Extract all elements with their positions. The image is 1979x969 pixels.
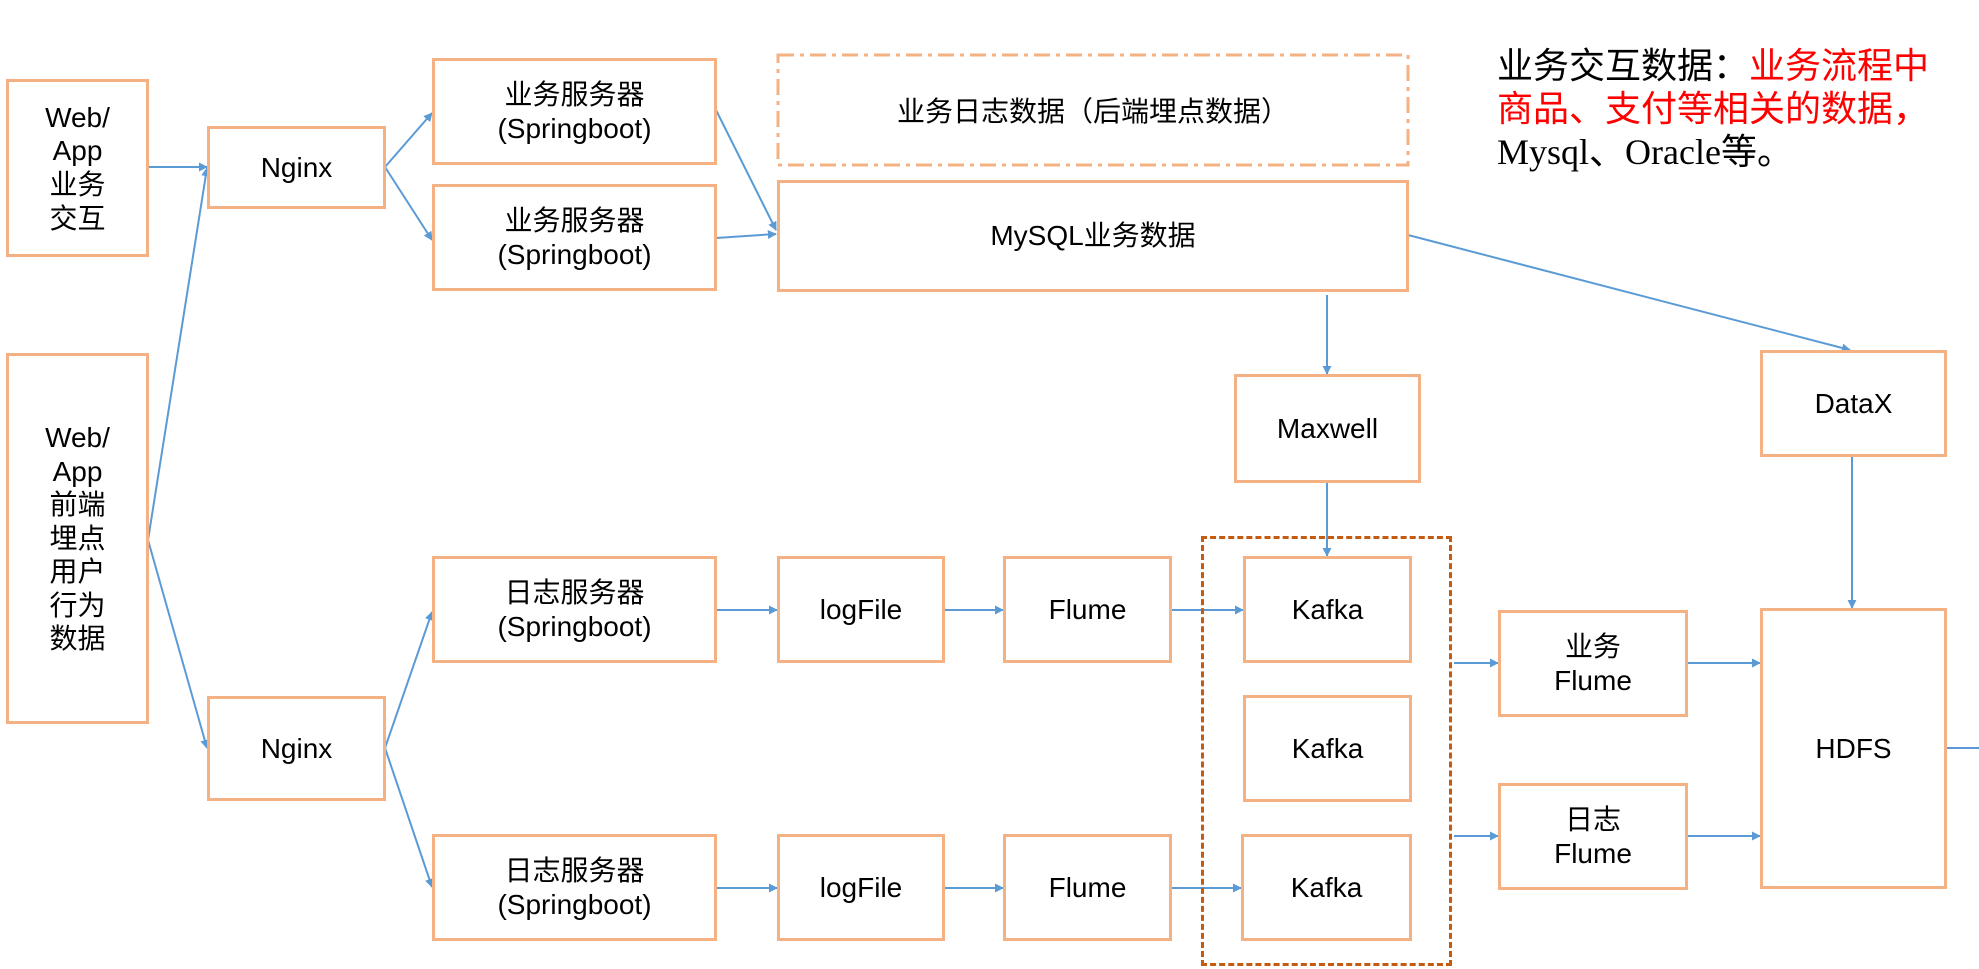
note-highlight-line-1: 业务流程中 — [1749, 46, 1930, 86]
kafka-1-node: Kafka — [1243, 556, 1412, 663]
arrow-mysql-to-datax — [1407, 234, 1851, 353]
log-server-1-label: 日志服务器 (Springboot) — [497, 576, 652, 642]
datax-label: DataX — [1814, 387, 1893, 419]
hdfs-node: HDFS — [1760, 608, 1947, 889]
nginx-top-label: Nginx — [260, 151, 333, 183]
biz-flume-node: 业务 Flume — [1498, 610, 1688, 717]
arrow-webapp-tracking-to-nginx-bottom — [147, 539, 210, 749]
flume-2-label: Flume — [1048, 871, 1127, 903]
web-app-tracking-node: Web/ App 前端 埋点 用户 行为 数据 — [6, 353, 149, 724]
web-app-business-label: Web/ App 业务 交互 — [45, 101, 110, 234]
web-app-business-node: Web/ App 业务 交互 — [6, 79, 149, 257]
log-flume-label: 日志 Flume — [1554, 803, 1632, 869]
biz-log-data-border — [776, 53, 1410, 167]
kafka-3-label: Kafka — [1290, 871, 1363, 903]
web-app-tracking-label: Web/ App 前端 埋点 用户 行为 数据 — [45, 421, 110, 655]
kafka-2-node: Kafka — [1243, 695, 1412, 802]
business-data-note: 业务交互数据：业务流程中 商品、支付等相关的数据， Mysql、Oracle等。 — [1497, 45, 1979, 174]
maxwell-label: Maxwell — [1276, 412, 1379, 444]
log-flume-node: 日志 Flume — [1498, 783, 1688, 890]
biz-log-data-node: 业务日志数据（后端埋点数据） — [778, 55, 1408, 165]
note-line-3: Mysql、Oracle等。 — [1497, 132, 1793, 172]
arrow-webapp-tracking-to-nginx-top — [147, 167, 211, 541]
nginx-bottom-node: Nginx — [207, 696, 386, 801]
nginx-bottom-label: Nginx — [260, 732, 333, 764]
biz-flume-label: 业务 Flume — [1554, 630, 1632, 696]
logfile-2-label: logFile — [819, 871, 903, 903]
log-server-2-label: 日志服务器 (Springboot) — [497, 854, 652, 920]
biz-server-1-node: 业务服务器 (Springboot) — [432, 58, 717, 165]
arrow-nginx-bottom-to-log-server-1 — [384, 611, 434, 749]
flume-1-node: Flume — [1003, 556, 1172, 663]
arrow-nginx-top-to-biz-server-2 — [384, 166, 433, 241]
kafka-2-label: Kafka — [1291, 732, 1364, 764]
mysql-label: MySQL业务数据 — [990, 220, 1196, 252]
flume-1-label: Flume — [1048, 593, 1127, 625]
log-server-1-node: 日志服务器 (Springboot) — [432, 556, 717, 663]
logfile-1-node: logFile — [777, 556, 945, 663]
kafka-3-node: Kafka — [1241, 834, 1412, 941]
arrow-nginx-bottom-to-log-server-2 — [384, 747, 434, 888]
logfile-1-label: logFile — [819, 593, 903, 625]
arrow-nginx-top-to-biz-server-1 — [384, 112, 433, 168]
kafka-1-label: Kafka — [1291, 593, 1364, 625]
note-prefix: 业务交互数据： — [1497, 46, 1750, 86]
biz-server-1-label: 业务服务器 (Springboot) — [497, 78, 652, 144]
logfile-2-node: logFile — [777, 834, 945, 941]
mysql-node: MySQL业务数据 — [777, 180, 1409, 292]
arrow-biz-server-2-to-mysql — [715, 230, 777, 240]
note-highlight-line-2: 商品、支付等相关的数据， — [1497, 89, 1930, 129]
note-line-1: 业务交互数据：业务流程中 — [1497, 45, 1979, 88]
datax-node: DataX — [1760, 350, 1947, 457]
arrow-biz-server-1-to-mysql — [715, 109, 777, 231]
hdfs-label: HDFS — [1815, 732, 1892, 764]
nginx-top-node: Nginx — [207, 126, 386, 209]
flume-2-node: Flume — [1003, 834, 1172, 941]
biz-log-data-label: 业务日志数据（后端埋点数据） — [896, 96, 1289, 127]
log-server-2-node: 日志服务器 (Springboot) — [432, 834, 717, 941]
kafka-cluster-group — [1201, 536, 1452, 966]
maxwell-node: Maxwell — [1234, 374, 1421, 483]
biz-server-2-node: 业务服务器 (Springboot) — [432, 184, 717, 291]
biz-server-2-label: 业务服务器 (Springboot) — [497, 204, 652, 270]
